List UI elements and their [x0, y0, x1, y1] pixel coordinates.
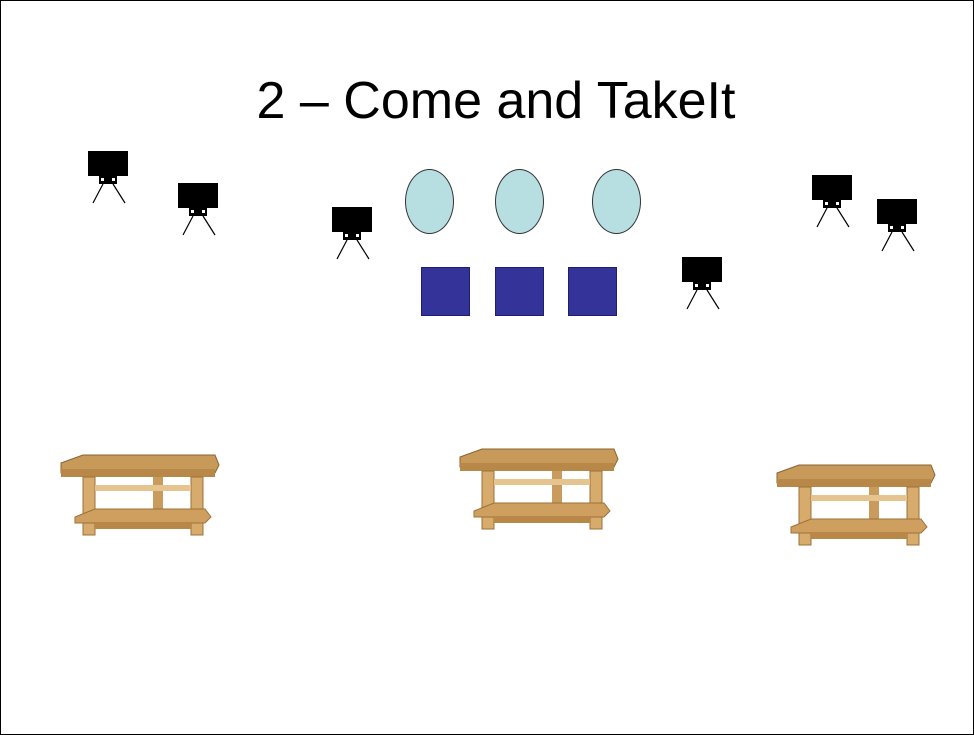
player-icon: [681, 257, 723, 313]
player-icon: [876, 199, 918, 255]
table-icon: [771, 457, 937, 557]
player-icon: [87, 151, 129, 207]
oval-item-icon: [592, 169, 641, 234]
square-item-icon: [568, 267, 617, 316]
table-icon: [454, 441, 620, 541]
table-icon: [55, 447, 221, 547]
player-icon: [331, 207, 373, 263]
square-item-icon: [495, 267, 544, 316]
player-icon: [177, 183, 219, 239]
oval-item-icon: [405, 169, 454, 234]
player-icon: [811, 175, 853, 231]
oval-item-icon: [495, 169, 544, 234]
square-item-icon: [421, 267, 470, 316]
slide-title: 2 – Come and TakeIt: [1, 65, 974, 137]
